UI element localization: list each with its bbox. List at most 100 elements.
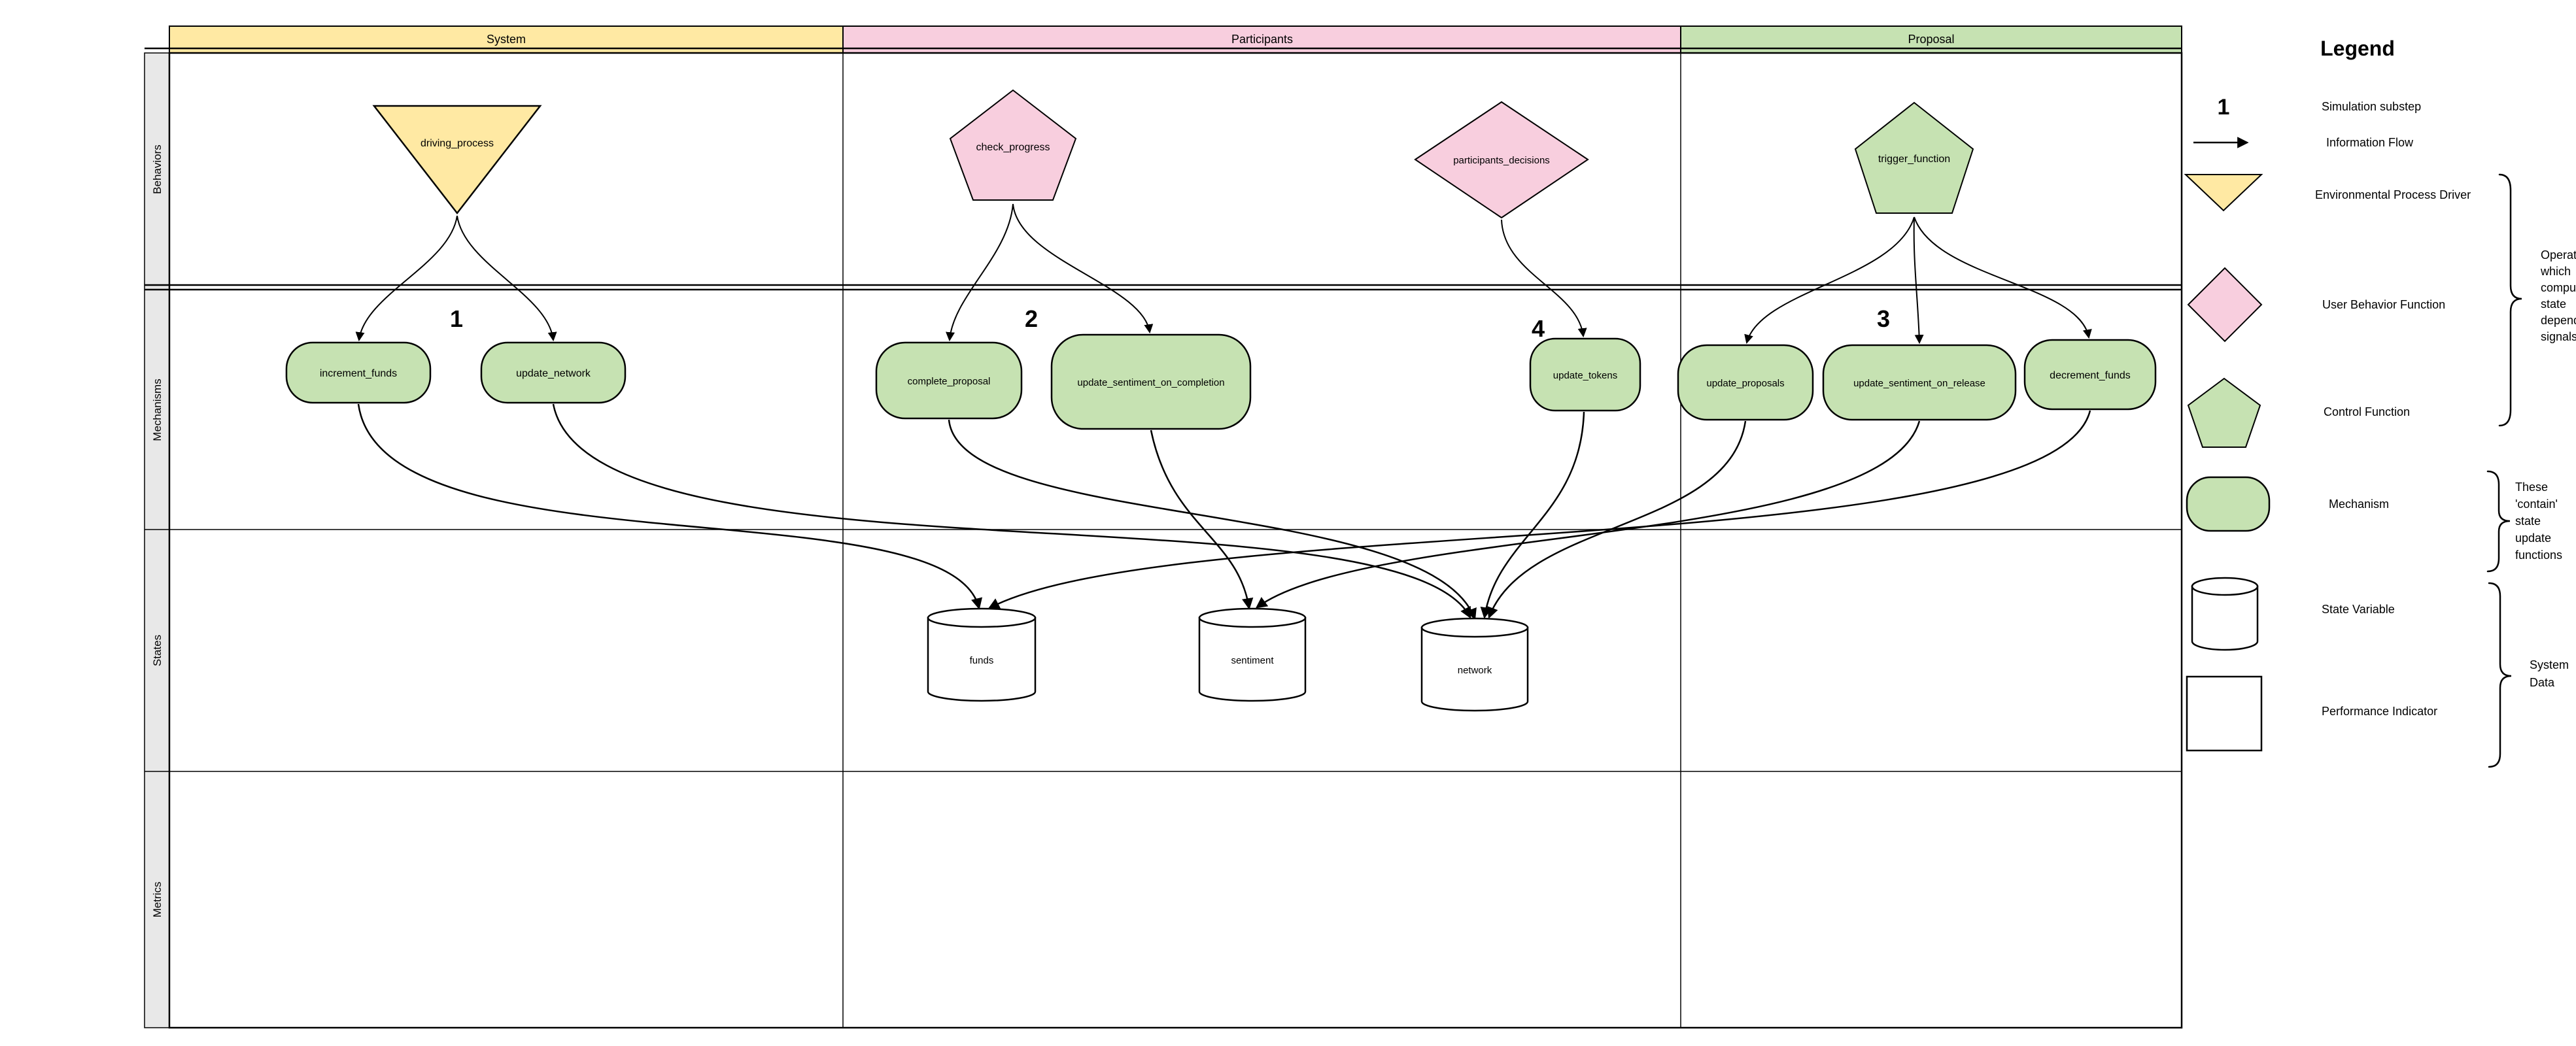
node-label: update_network bbox=[516, 368, 591, 379]
flows-mechanisms-to-states bbox=[357, 403, 2091, 620]
cylinder-icon-top bbox=[2191, 577, 2259, 596]
node-driving-process[interactable]: driving_process bbox=[372, 105, 542, 215]
flow-trigger_function-to-update_sentiment_on_release bbox=[1913, 216, 1924, 345]
brace-system-data bbox=[2488, 582, 2512, 768]
pentagon-shape[interactable] bbox=[1854, 101, 1974, 214]
rounded-rect-shape[interactable] bbox=[1677, 344, 1814, 421]
flow-trigger_function-to-decrement_funds bbox=[1914, 216, 2092, 339]
node-label: participants_decisions bbox=[1453, 155, 1550, 166]
row-label-strip bbox=[144, 52, 170, 1028]
square-icon bbox=[2186, 675, 2263, 752]
node-increment-funds[interactable]: increment_funds bbox=[285, 341, 432, 404]
brace-operators bbox=[2498, 173, 2522, 427]
state-funds[interactable]: funds bbox=[927, 607, 1037, 702]
cylinder-body[interactable] bbox=[927, 616, 1037, 702]
substep-2: 2 bbox=[1025, 305, 1038, 332]
node-label: update_sentiment_on_completion bbox=[1077, 377, 1224, 388]
flow-check_progress-to-complete_proposal bbox=[946, 203, 1014, 342]
node-update-network[interactable]: update_network bbox=[480, 341, 627, 404]
cylinder-icon-body bbox=[2191, 585, 2259, 651]
flow-update_sentiment_on_release-to-sentiment bbox=[1255, 420, 1921, 609]
state-label: funds bbox=[970, 655, 994, 666]
node-label: complete_proposal bbox=[908, 376, 991, 387]
inverted-triangle-icon bbox=[2184, 174, 2263, 212]
legend-item-information-flow: Information Flow bbox=[2326, 136, 2414, 149]
node-complete-proposal[interactable]: complete_proposal bbox=[875, 341, 1023, 420]
rounded-rect-shape[interactable] bbox=[1822, 344, 2017, 421]
rounded-rect-shape[interactable] bbox=[875, 341, 1023, 420]
flow-decrement_funds-to-funds bbox=[987, 410, 2091, 609]
flow-trigger_function-to-update_proposals bbox=[1744, 216, 1915, 345]
node-update-proposals[interactable]: update_proposals bbox=[1677, 344, 1814, 421]
flow-update_proposals-to-network bbox=[1487, 420, 1747, 619]
node-label: increment_funds bbox=[320, 368, 397, 379]
rounded-rect-icon bbox=[2186, 476, 2271, 532]
legend-substep-number-icon: 1 bbox=[2218, 95, 2230, 120]
row-label-states: States bbox=[151, 635, 163, 666]
node-label: update_sentiment_on_release bbox=[1853, 378, 1985, 389]
node-label: update_proposals bbox=[1706, 378, 1784, 389]
flow-complete_proposal-to-network bbox=[948, 419, 1477, 620]
cylinder-body[interactable] bbox=[1198, 616, 1307, 702]
rounded-rect-shape[interactable] bbox=[1529, 337, 1641, 412]
node-decrement-funds[interactable]: decrement_funds bbox=[2023, 339, 2157, 411]
rounded-rect-shape[interactable] bbox=[480, 341, 627, 404]
legend-item-user-behavior-function: User Behavior Function bbox=[2322, 298, 2445, 311]
column-header-proposal-label: Proposal bbox=[1908, 33, 1954, 46]
node-label: check_progress bbox=[976, 142, 1050, 153]
rounded-rect-shape[interactable] bbox=[285, 341, 432, 404]
swimlane-grid: System Participants Proposal Behaviors M… bbox=[144, 25, 2183, 1029]
flow-update_sentiment_on_completion-to-sentiment bbox=[1150, 430, 1254, 610]
node-update-tokens[interactable]: update_tokens bbox=[1529, 337, 1641, 412]
row-label-behaviors: Behaviors bbox=[151, 144, 163, 194]
brace-mechanism bbox=[2486, 470, 2511, 573]
node-update-sentiment-on-release[interactable]: update_sentiment_on_release bbox=[1822, 344, 2017, 421]
legend-title: Legend bbox=[2320, 37, 2395, 60]
row-label-metrics: Metrics bbox=[151, 882, 163, 918]
flow-driving_process-to-increment_funds bbox=[355, 215, 458, 342]
pentagon-icon bbox=[2187, 377, 2261, 448]
node-participants-decisions[interactable]: participants_decisions bbox=[1414, 101, 1589, 219]
substep-1: 1 bbox=[450, 305, 463, 332]
row-label-mechanisms: Mechanisms bbox=[151, 379, 163, 441]
state-label: sentiment bbox=[1231, 655, 1274, 666]
flow-increment_funds-to-funds bbox=[357, 403, 982, 610]
legend: Legend 1 Simulation substep Information … bbox=[2184, 37, 2522, 768]
substep-3: 3 bbox=[1877, 305, 1890, 332]
node-label: trigger_function bbox=[1878, 154, 1950, 165]
pentagon-shape[interactable] bbox=[949, 89, 1077, 201]
flow-update_tokens-to-network bbox=[1480, 411, 1585, 619]
flow-update_network-to-network bbox=[552, 403, 1471, 619]
column-header-participants-label: Participants bbox=[1231, 33, 1293, 46]
annotation-mechanism: These 'contain' state update functions bbox=[2515, 481, 2563, 562]
flow-participants_decisions-to-update_tokens bbox=[1501, 219, 1587, 338]
legend-item-mechanism: Mechanism bbox=[2329, 498, 2389, 511]
column-header-system-label: System bbox=[487, 33, 526, 46]
annotation-operators: Operators which compute state dependent … bbox=[2541, 248, 2576, 343]
state-label: network bbox=[1458, 665, 1492, 676]
cylinder-top[interactable] bbox=[927, 607, 1037, 628]
node-check-progress[interactable]: check_progress bbox=[949, 89, 1077, 201]
cylinder-top[interactable] bbox=[1198, 607, 1307, 628]
node-label: driving_process bbox=[421, 138, 494, 149]
grid-frame bbox=[168, 52, 2183, 1029]
node-update-sentiment-on-completion[interactable]: update_sentiment_on_completion bbox=[1050, 333, 1252, 430]
legend-item-state-variable: State Variable bbox=[2322, 603, 2395, 616]
rounded-rect-shape[interactable] bbox=[1050, 333, 1252, 430]
inverted-triangle-shape[interactable] bbox=[372, 105, 542, 215]
state-sentiment[interactable]: sentiment bbox=[1198, 607, 1307, 702]
state-network[interactable]: network bbox=[1420, 617, 1529, 712]
flow-check_progress-to-update_sentiment_on_completion bbox=[1012, 203, 1154, 334]
node-trigger-function[interactable]: trigger_function bbox=[1854, 101, 1974, 214]
cylinder-top[interactable] bbox=[1420, 617, 1529, 638]
flow-driving_process-to-update_network bbox=[456, 215, 557, 342]
diamond-icon bbox=[2187, 267, 2263, 343]
cylinder-body[interactable] bbox=[1420, 626, 1529, 712]
legend-item-control-function: Control Function bbox=[2324, 405, 2410, 418]
node-label: decrement_funds bbox=[2050, 370, 2131, 381]
substep-4: 4 bbox=[1532, 315, 1545, 342]
diamond-shape[interactable] bbox=[1414, 101, 1589, 219]
rounded-rect-shape[interactable] bbox=[2023, 339, 2157, 411]
